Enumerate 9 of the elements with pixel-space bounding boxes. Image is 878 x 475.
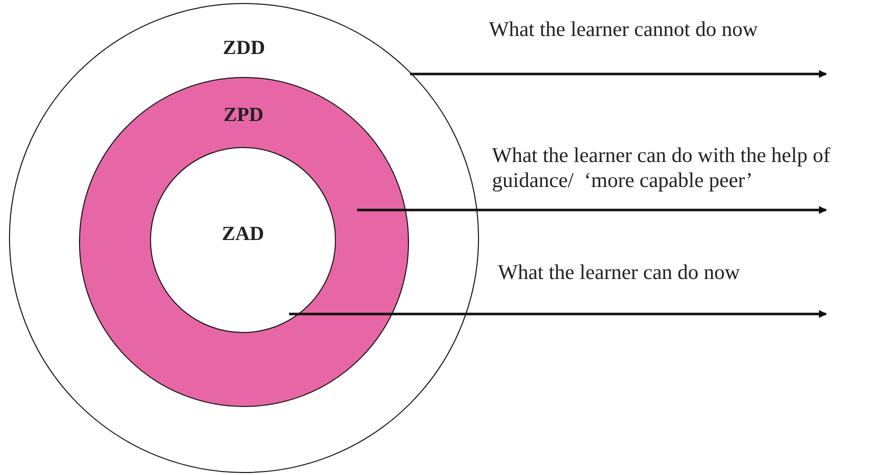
arrow (357, 206, 827, 214)
zone-label: ZDD (222, 37, 266, 60)
zone-label: ZAD (222, 223, 264, 246)
arrow (410, 70, 827, 78)
zone-label: ZPD (224, 104, 264, 126)
description-text: What the learner can do now (498, 260, 741, 285)
arrow (289, 310, 827, 318)
description-text: What the learner can do with the help of guidance/ ‘more capable peer’ (492, 143, 832, 193)
description-text: What the learner cannot do now (489, 17, 759, 42)
